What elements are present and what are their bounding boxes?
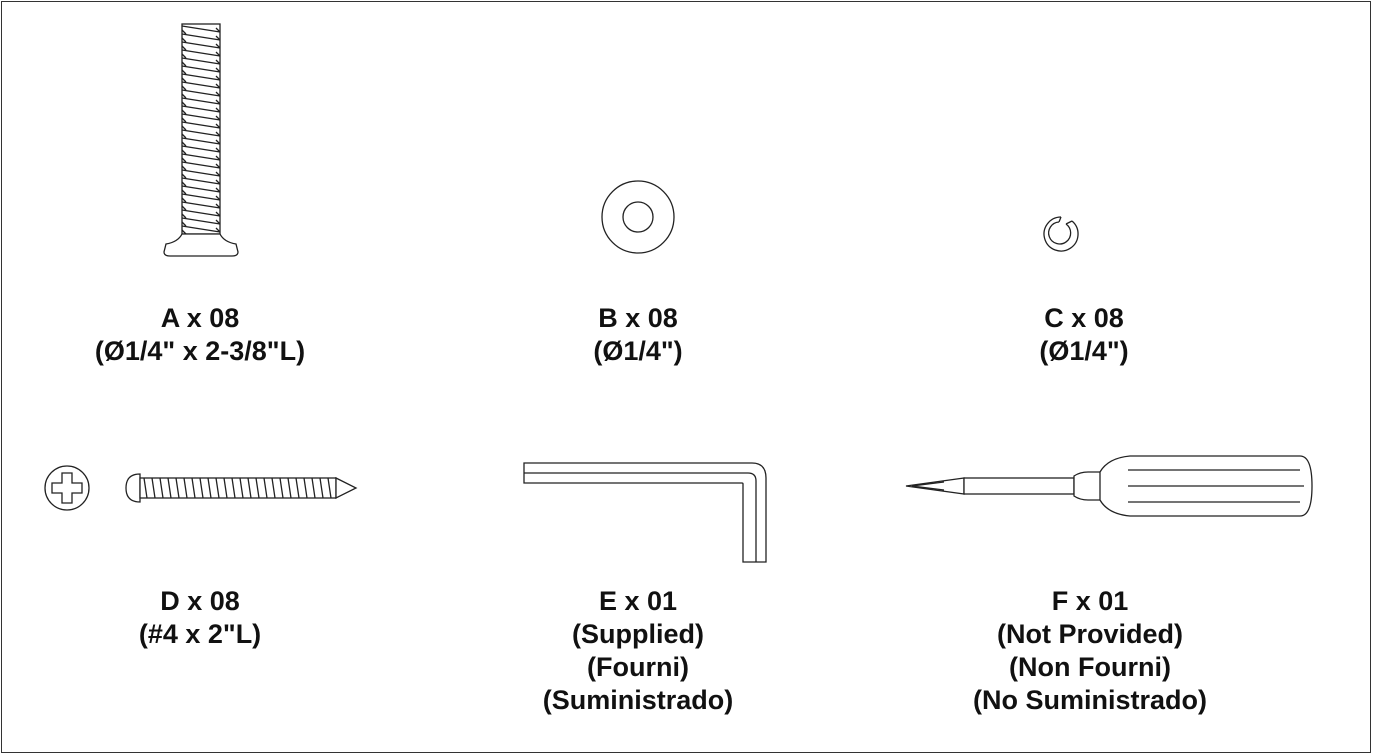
part-a-line-2: (Ø1/4" x 2-3/8"L) — [94, 336, 306, 366]
part-e-line-2: (Supplied) — [572, 619, 704, 649]
part-b-caption: B x 08 (Ø1/4") — [498, 302, 778, 368]
part-f-line-2: (Not Provided) — [997, 619, 1183, 649]
part-c-caption: C x 08 (Ø1/4") — [944, 302, 1224, 368]
part-c-line-2: (Ø1/4") — [1039, 336, 1129, 366]
part-b-line-2: (Ø1/4") — [593, 336, 683, 366]
part-e-line-1: E x 01 — [598, 586, 678, 616]
part-e-line-4: (Suministrado) — [542, 685, 734, 715]
part-e-caption: E x 01 (Supplied) (Fourni) (Suministrado… — [498, 585, 778, 717]
part-f-line-4: (No Suministrado) — [973, 685, 1207, 715]
part-f-line-3: (Non Fourni) — [1009, 652, 1171, 682]
part-d-line-2: (#4 x 2"L) — [138, 619, 262, 649]
part-f-line-1: F x 01 — [1051, 586, 1129, 616]
part-a-caption: A x 08 (Ø1/4" x 2-3/8"L) — [60, 302, 340, 368]
part-d-caption: D x 08 (#4 x 2"L) — [60, 585, 340, 651]
part-d-line-1: D x 08 — [160, 586, 240, 616]
part-a-line-1: A x 08 — [160, 303, 240, 333]
part-e-line-3: (Fourni) — [587, 652, 689, 682]
part-f-caption: F x 01 (Not Provided) (Non Fourni) (No S… — [890, 585, 1290, 717]
part-b-line-1: B x 08 — [598, 303, 678, 333]
part-c-line-1: C x 08 — [1044, 303, 1124, 333]
